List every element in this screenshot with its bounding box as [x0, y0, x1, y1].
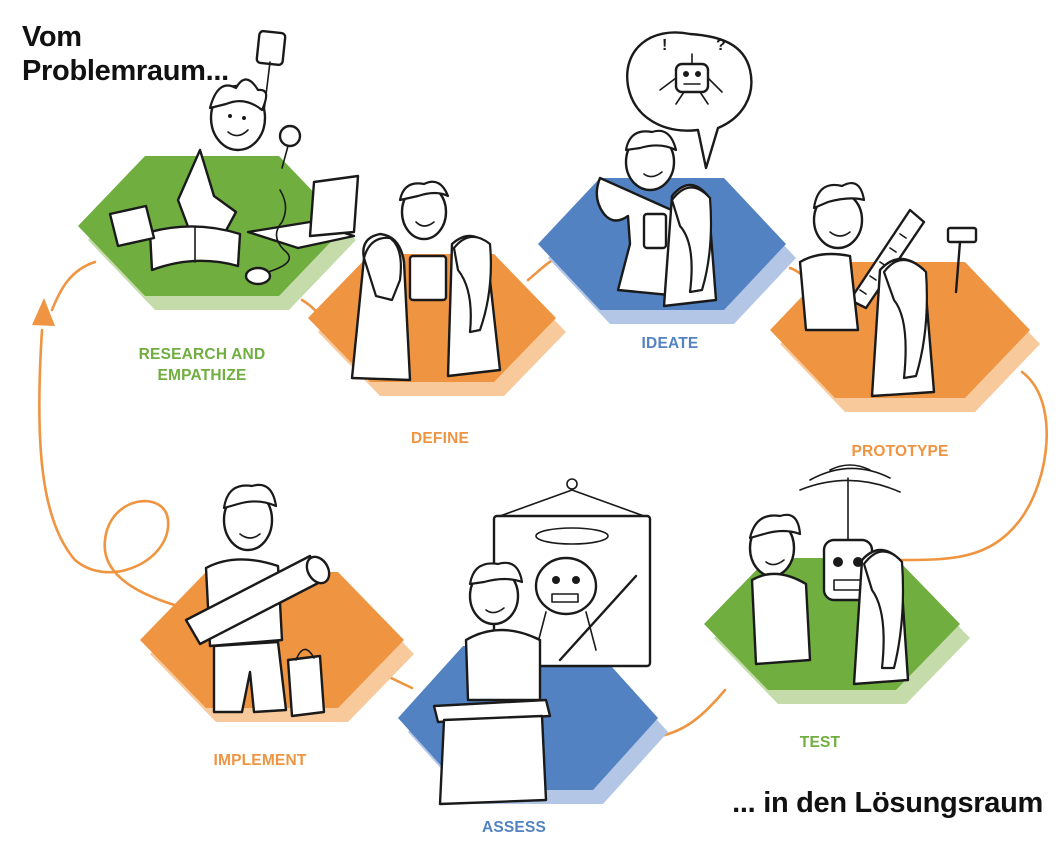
title-solution-space: ... in den Lösungsraum — [732, 787, 1043, 819]
implement-illustration — [184, 483, 331, 718]
svg-text:?: ? — [716, 37, 726, 54]
stage-label-implement: IMPLEMENT — [213, 752, 307, 769]
stage-label-research: RESEARCH AND EMPATHIZE — [138, 346, 266, 384]
stage-illustrations: ! ? — [108, 29, 978, 806]
stage-label-prototype: PROTOTYPE — [851, 443, 949, 460]
assess-illustration — [432, 478, 652, 806]
stage-label-assess: ASSESS — [481, 819, 547, 836]
researcher-illustration — [108, 29, 360, 286]
stage-label-test: TEST — [799, 734, 841, 751]
stage-label-ideate: IDEATE — [641, 335, 699, 352]
test-illustration — [748, 464, 910, 686]
prototype-illustration — [798, 182, 978, 398]
path-arrow-icon — [32, 298, 55, 326]
ideate-illustration: ! ? — [595, 31, 753, 308]
svg-text:!: ! — [662, 37, 667, 54]
stage-label-define: DEFINE — [410, 430, 470, 447]
title-problem-space: Vom Problemraum... — [22, 21, 229, 87]
define-illustration — [350, 180, 502, 382]
